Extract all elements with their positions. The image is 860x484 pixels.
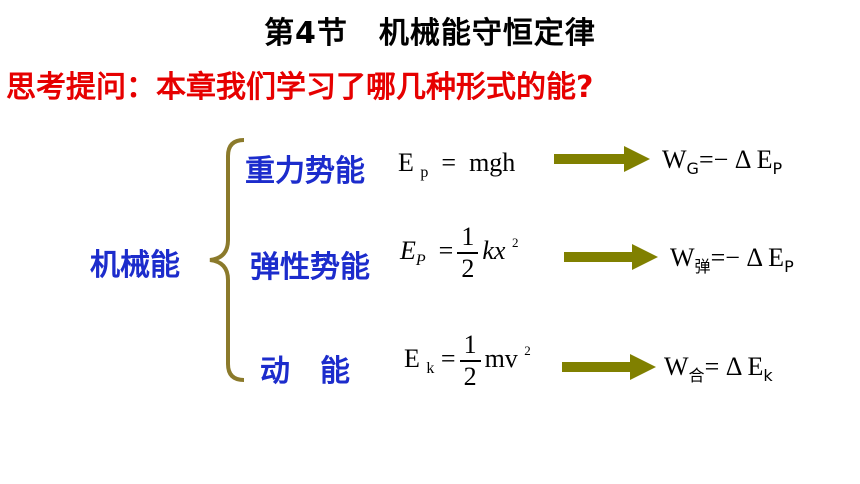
formula-gravitational: E p = mgh xyxy=(398,148,516,181)
result-gravitational: WG=− Δ EP xyxy=(662,145,783,178)
page-title: 第4节 机械能守恒定律 xyxy=(264,16,596,51)
brace-icon xyxy=(209,138,245,382)
root-label-mechanical-energy: 机械能 xyxy=(90,248,180,283)
row-label-kinetic: 动 能 xyxy=(260,354,350,389)
arrow-icon xyxy=(554,146,650,172)
row-label-elastic: 弹性势能 xyxy=(250,250,370,285)
result-elastic: W弹=− Δ EP xyxy=(670,243,794,276)
question-text: 思考提问：本章我们学习了哪几种形式的能? xyxy=(6,70,594,105)
row-label-gravitational: 重力势能 xyxy=(245,154,365,189)
arrow-icon xyxy=(562,354,656,380)
arrow-icon xyxy=(564,244,658,270)
result-kinetic: W合= Δ Ek xyxy=(664,352,773,385)
